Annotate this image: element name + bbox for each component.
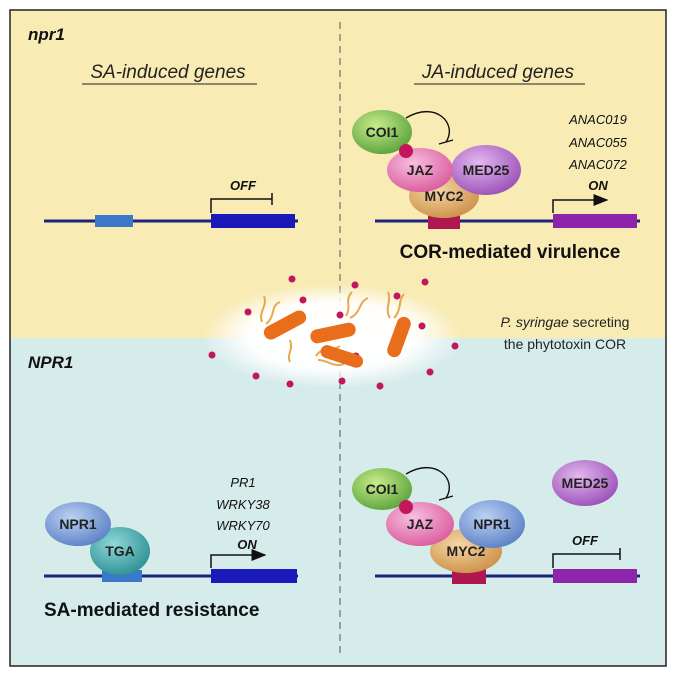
top-panel	[10, 10, 666, 338]
bacterium-flagella	[345, 291, 369, 319]
caption-species: P. syringae	[501, 314, 569, 330]
ja-gene-box	[553, 569, 637, 583]
ja-state-off: OFF	[572, 533, 599, 548]
coi1-protein	[352, 110, 412, 154]
cor-dot	[421, 278, 429, 286]
cor-dot	[338, 377, 346, 385]
tga-protein	[90, 527, 150, 575]
bacterium	[310, 291, 369, 344]
bacterium	[386, 291, 411, 358]
bacterium-flagella	[386, 291, 405, 319]
inhibition-bar	[438, 495, 454, 501]
bacterium-body	[320, 345, 364, 368]
ja-gene-2: ANAC055	[568, 135, 628, 150]
sa-gene-1: PR1	[230, 475, 255, 490]
npr1-ja-label: NPR1	[473, 516, 511, 532]
sa-genes-heading: SA-induced genes	[90, 62, 246, 83]
ja-gene-box	[553, 214, 637, 228]
bacteria-cells	[260, 291, 411, 368]
tga-label: TGA	[105, 543, 135, 559]
ja-gene-1: ANAC019	[568, 112, 627, 127]
cor-dot	[351, 281, 359, 289]
bacterium-flagella	[287, 339, 293, 363]
bacterium-body	[263, 310, 307, 340]
med25-free-protein	[552, 460, 618, 506]
bacterium-flagella	[260, 295, 281, 325]
ja-outcome-label: COR-mediated virulence	[400, 242, 621, 263]
myc2-label: MYC2	[425, 188, 464, 204]
sa-gene-3: WRKY70	[216, 518, 270, 533]
sa-gene-box	[211, 569, 297, 583]
top-genotype-label: npr1	[28, 25, 65, 44]
cor-dot	[286, 380, 294, 388]
cor-molecule-dot	[399, 144, 413, 158]
top-ja-locus: ANAC019 ANAC055 ANAC072 ON MYC2 MED25 JA…	[352, 110, 640, 229]
cor-dot	[208, 351, 216, 359]
bacterium-body	[310, 322, 356, 344]
cor-dot	[426, 368, 434, 376]
off-bracket	[210, 193, 273, 213]
bacteria-caption-line2: the phytotoxin COR	[504, 336, 626, 352]
on-arrow	[210, 549, 267, 568]
cor-dot	[336, 311, 344, 319]
cor-dots	[208, 275, 459, 390]
bacterium	[315, 345, 364, 368]
cor-dot	[288, 275, 296, 283]
bottom-sa-locus: PR1 WRKY38 WRKY70 ON TGA NPR1	[44, 475, 298, 583]
caption-verb: secreting	[569, 314, 630, 330]
myc2-label: MYC2	[447, 543, 486, 559]
on-arrow	[552, 194, 609, 213]
cor-dot	[252, 372, 260, 380]
coi1-protein	[352, 468, 412, 510]
promoter-box	[95, 215, 133, 227]
coi1-label: COI1	[366, 124, 399, 140]
sa-gene-2: WRKY38	[216, 497, 270, 512]
off-bracket	[552, 548, 621, 568]
bottom-ja-locus: OFF MYC2 NPR1 JAZ COI1 MED25	[352, 460, 640, 584]
sa-outcome-label: SA-mediated resistance	[44, 600, 259, 621]
bottom-genotype-label: NPR1	[28, 353, 73, 372]
med25-label: MED25	[463, 162, 510, 178]
top-sa-locus: OFF	[44, 178, 298, 228]
sa-state-off: OFF	[230, 178, 257, 193]
sa-state-on: ON	[237, 537, 257, 552]
inhibition-bar	[438, 139, 454, 145]
cor-dot	[299, 296, 307, 304]
cor-dot	[451, 342, 459, 350]
sa-gene-box	[211, 214, 295, 228]
cor-dot	[244, 308, 252, 316]
ja-gene-3: ANAC072	[568, 157, 628, 172]
med25-protein	[451, 145, 521, 195]
coi1-label: COI1	[366, 481, 399, 497]
cor-molecule-dot	[399, 500, 413, 514]
npr1-ja-protein	[459, 500, 525, 548]
ja-genes-heading: JA-induced genes	[421, 62, 575, 83]
bacteria-caption-line1: P. syringae secreting	[501, 314, 630, 330]
jaz-label: JAZ	[407, 162, 434, 178]
cor-dot	[393, 292, 401, 300]
jaz-label: JAZ	[407, 516, 434, 532]
inhibition-arc	[405, 111, 451, 143]
bacterium	[260, 295, 307, 363]
npr1-label: NPR1	[59, 516, 97, 532]
npr1-protein	[45, 502, 111, 546]
med25-free-label: MED25	[562, 475, 609, 491]
inhibition-arc	[405, 467, 451, 499]
cor-dot	[418, 322, 426, 330]
figure-border	[9, 9, 667, 667]
cor-dot	[376, 382, 384, 390]
bacterium-body	[387, 316, 411, 358]
bottom-panel	[10, 338, 666, 666]
ja-state-on: ON	[588, 178, 608, 193]
jaz-protein	[387, 148, 453, 192]
